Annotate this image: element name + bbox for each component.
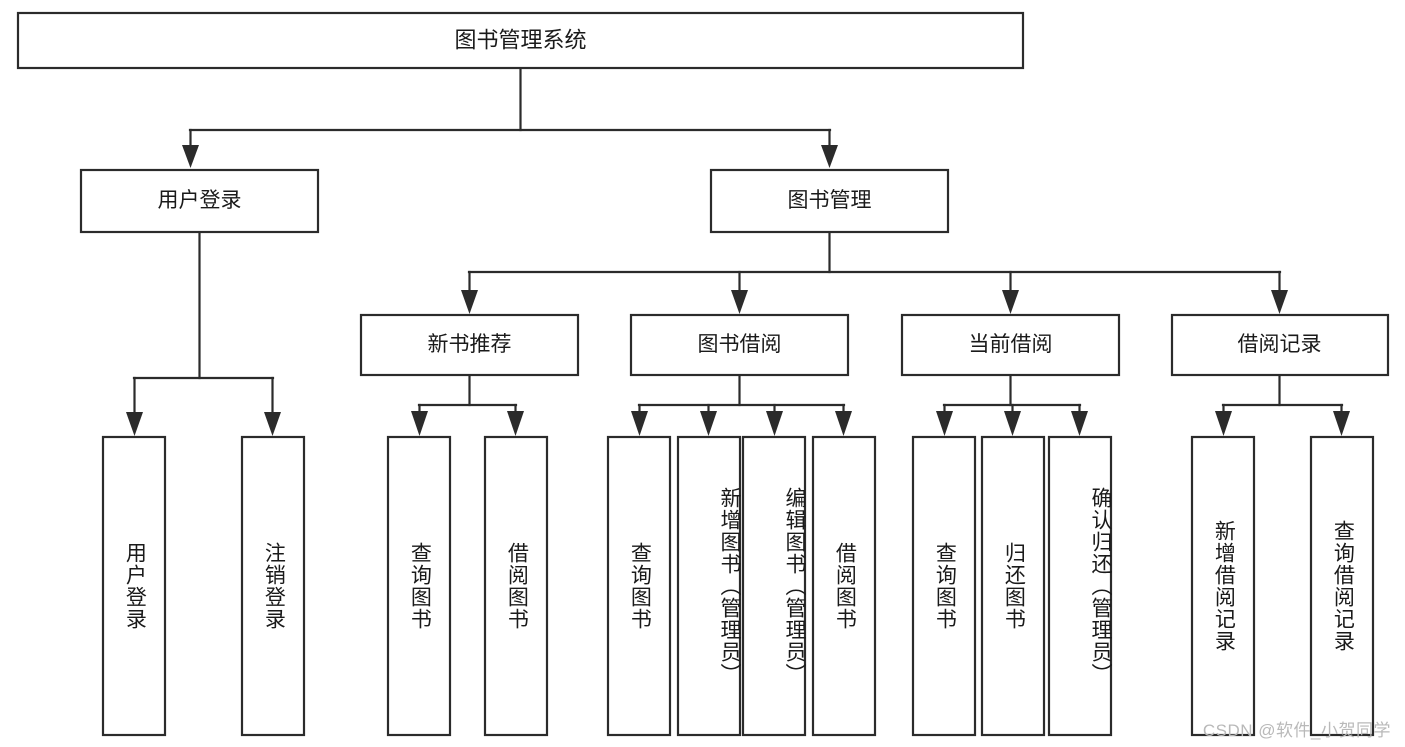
arrowhead-leaf-add-book xyxy=(700,411,717,436)
node-leaf-edit-book-box[interactable] xyxy=(741,435,807,737)
connector-group-login-to-leaves xyxy=(126,230,281,436)
node-root-label: 图书管理系统 xyxy=(454,27,586,52)
node-leaf-query-record-box[interactable] xyxy=(1309,435,1375,737)
arrowhead-leaf-query-book-2 xyxy=(631,411,648,436)
node-login[interactable]: 用户登录 xyxy=(79,168,320,234)
connector-group-newbook-to-leaves xyxy=(411,373,524,436)
arrowhead-to-bookmgmt xyxy=(821,145,838,168)
node-records-label: 借阅记录 xyxy=(1238,333,1322,356)
node-borrow-label: 图书借阅 xyxy=(698,333,782,356)
node-leaf-confirm-return-box[interactable] xyxy=(1047,435,1113,737)
node-bookmgmt-box[interactable] xyxy=(709,168,950,234)
arrowhead-leaf-query-book-3 xyxy=(936,411,953,436)
node-leaf-return-book-box[interactable] xyxy=(980,435,1046,737)
node-leaf-query-book-3-box[interactable] xyxy=(911,435,977,737)
node-current-box[interactable] xyxy=(900,313,1121,377)
csdn-watermark: CSDN @软件_小贺同学 xyxy=(1202,721,1391,740)
arrowhead-leaf-query-book-1 xyxy=(411,411,428,436)
node-leaf-borrow-book-1-box[interactable] xyxy=(483,435,549,737)
connector-group-bookmgmt-to-level3 xyxy=(461,230,1288,314)
node-leaf-add-book-box[interactable] xyxy=(676,435,742,737)
node-current[interactable]: 当前借阅 xyxy=(900,313,1121,377)
connector-group-root-to-level2 xyxy=(182,66,838,168)
node-leaf-logout-box[interactable] xyxy=(240,435,306,737)
node-leaf-query-book-2-box[interactable] xyxy=(606,435,672,737)
node-borrow-box[interactable] xyxy=(629,313,850,377)
arrowhead-to-login xyxy=(182,145,199,168)
node-leaf-borrow-book-2-box[interactable] xyxy=(811,435,877,737)
arrowhead-leaf-query-record xyxy=(1333,411,1350,436)
node-leaf-add-record-box[interactable] xyxy=(1190,435,1256,737)
arrowhead-leaf-user-login xyxy=(126,412,143,436)
node-leaf-query-book-1-box[interactable] xyxy=(386,435,452,737)
node-current-label: 当前借阅 xyxy=(969,333,1053,356)
node-bookmgmt[interactable]: 图书管理 xyxy=(709,168,950,234)
connector-group-borrow-to-leaves xyxy=(631,373,852,436)
node-borrow[interactable]: 图书借阅 xyxy=(629,313,850,377)
arrowhead-to-current xyxy=(1002,290,1019,314)
arrowhead-leaf-borrow-book-1 xyxy=(507,411,524,436)
arrowhead-leaf-add-record xyxy=(1215,411,1232,436)
arrowhead-leaf-return-book xyxy=(1004,411,1021,436)
connector-group-current-to-leaves xyxy=(936,373,1088,436)
node-leaf-user-login-box[interactable] xyxy=(101,435,167,737)
connector-group-records-to-leaves xyxy=(1215,373,1350,436)
arrowhead-leaf-borrow-book-2 xyxy=(835,411,852,436)
node-root[interactable]: 图书管理系统 xyxy=(16,11,1025,70)
node-login-box[interactable] xyxy=(79,168,320,234)
node-newbook[interactable]: 新书推荐 xyxy=(359,313,580,377)
node-bookmgmt-label: 图书管理 xyxy=(788,189,872,212)
arrowhead-to-newbook xyxy=(461,290,478,314)
node-newbook-box[interactable] xyxy=(359,313,580,377)
node-records[interactable]: 借阅记录 xyxy=(1170,313,1390,377)
arrowhead-to-records xyxy=(1271,290,1288,314)
node-login-label: 用户登录 xyxy=(158,189,242,212)
arrowhead-leaf-logout xyxy=(264,412,281,436)
arrowhead-leaf-edit-book xyxy=(766,411,783,436)
arrowhead-leaf-confirm-return xyxy=(1071,411,1088,436)
leaf-box-group xyxy=(101,435,1375,737)
node-records-box[interactable] xyxy=(1170,313,1390,377)
arrowhead-to-borrow xyxy=(731,290,748,314)
node-root-box[interactable] xyxy=(16,11,1025,70)
node-newbook-label: 新书推荐 xyxy=(428,333,512,356)
